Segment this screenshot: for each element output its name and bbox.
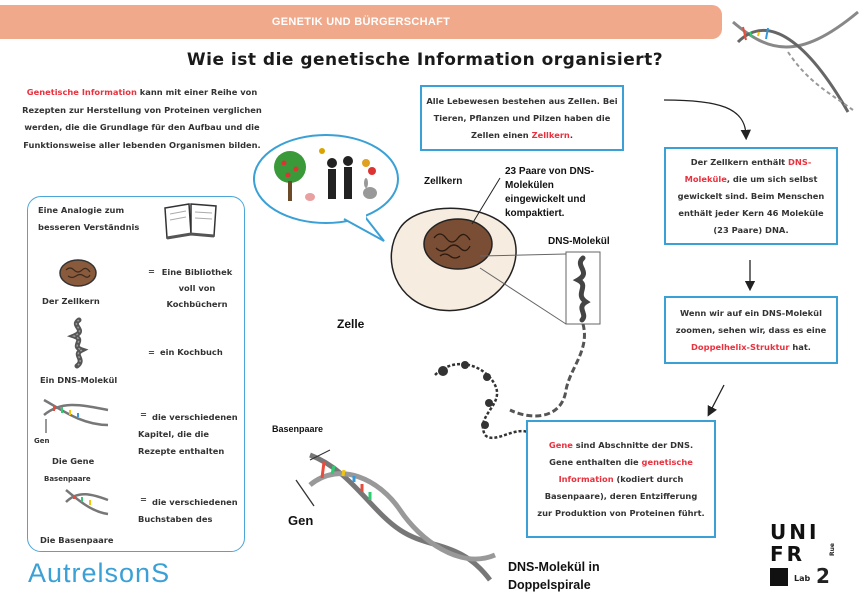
label-gen: Gen <box>288 513 314 528</box>
box2-highlight: DNS-Moleküle <box>684 156 812 184</box>
analogy-desc-gene: die verschiedenen Kapitel, die die Rezep… <box>138 412 238 456</box>
analogy-desc-dns: ein Kochbuch <box>160 347 223 357</box>
book-icon <box>164 203 217 240</box>
organisms-bubble <box>253 134 399 242</box>
analogy-desc-basenpaare: die verschiedenen Buchstaben des <box>138 497 238 524</box>
unifr-lab: Lab <box>794 574 811 583</box>
analogy-desc-zellkern: Eine Bibliothek voll von Kochbüchern <box>161 267 233 309</box>
box1-highlight: Zellkern <box>531 129 570 140</box>
box3-post: hat. <box>789 341 811 352</box>
analogy-label-dns: Ein DNS-Molekül <box>40 375 118 385</box>
analogy-tag-gen: Gen <box>34 437 50 445</box>
info-box-zellkern: Der Zellkern enthält DNS-Moleküle, die u… <box>664 147 838 245</box>
intro-rest: kann mit einer Reihe von Rezepten zur He… <box>22 87 262 150</box>
label-basenpaare: Basenpaare <box>272 424 324 434</box>
label-dns-molekuel: DNS-Molekül <box>548 236 610 247</box>
box4-text2: (kodiert durch Basenpaare), deren Entzif… <box>537 473 705 518</box>
info-box-gene: Gene sind Abschnitte der DNS. Gene entha… <box>526 420 716 538</box>
unifr-square <box>770 568 788 586</box>
label-doppelspirale: DNS-Molekül in Doppelspirale <box>508 560 600 592</box>
zoom-chromosome <box>479 251 601 418</box>
banner-text: GENETIK UND BÜRGERSCHAFT <box>271 16 451 28</box>
basepair-helix-icon <box>65 489 109 516</box>
box3-highlight: Doppelhelix-Struktur <box>691 341 790 352</box>
intro-highlight: Genetische Information <box>26 87 137 97</box>
header-banner: GENETIK UND BÜRGERSCHAFT <box>0 5 722 39</box>
box4-text1: sind Abschnitte der DNS. Gene enthalten … <box>549 439 694 467</box>
unifr-num: 2 <box>816 564 830 588</box>
analogy-label-zellkern: Der Zellkern <box>42 296 100 306</box>
box3-text: Wenn wir auf ein DNS-Molekül zoomen, seh… <box>675 307 827 335</box>
unifr-line2: FR <box>770 542 806 566</box>
cell-illustration <box>390 177 517 312</box>
label-23-paare: 23 Paare von DNS-Molekülen eingewickelt … <box>505 166 594 219</box>
chromosome-icon <box>66 317 89 369</box>
gene-helix-icon <box>43 398 109 433</box>
box1-text: Alle Lebewesen bestehen aus Zellen. Bei … <box>426 95 618 140</box>
intro-text: Genetische Information kann mit einer Re… <box>18 84 266 154</box>
box4-highlight-gene: Gene <box>548 439 573 450</box>
autrelsons-logo: AutrelsonS <box>28 558 171 588</box>
box2-post: , die um sich selbst gewickelt sind. Bei… <box>677 173 825 235</box>
analogy-label-basenpaare: Die Basenpaare <box>40 535 114 545</box>
unifr-rue: Rue <box>828 543 836 556</box>
label-zellkern: Zellkern <box>424 176 463 187</box>
info-box-doppelhelix: Wenn wir auf ein DNS-Molekül zoomen, seh… <box>664 296 838 364</box>
page-title: Wie ist die genetische Information organ… <box>186 50 664 70</box>
unifr-line1: UNI <box>770 520 820 544</box>
analogy-eq-2: = <box>148 347 155 357</box>
label-zelle: Zelle <box>337 317 365 331</box>
analogy-heading: Eine Analogie zum besseren Verständnis <box>38 205 140 232</box>
info-box-zellen: Alle Lebewesen bestehen aus Zellen. Bei … <box>420 85 624 151</box>
unifr-logo: UNI FR Rue Lab 2 <box>770 520 840 592</box>
analogy-eq-4: = <box>140 494 147 504</box>
dna-helix-top-icon <box>732 10 859 113</box>
box4-highlight-info: genetische Information <box>558 456 693 484</box>
analogy-label-gene: Die Gene <box>52 456 95 466</box>
analogy-eq-1: = <box>148 266 155 276</box>
box2-text: Der Zellkern enthält <box>690 156 789 167</box>
analogy-eq-3: = <box>140 409 147 419</box>
analogy-panel <box>27 196 245 552</box>
uncoiled-dna <box>434 361 531 440</box>
box1-post: . <box>569 129 573 140</box>
analogy-tag-basenpaare: Basenpaare <box>44 475 91 483</box>
double-helix-illustration <box>295 449 496 582</box>
nucleus-icon <box>59 259 97 287</box>
